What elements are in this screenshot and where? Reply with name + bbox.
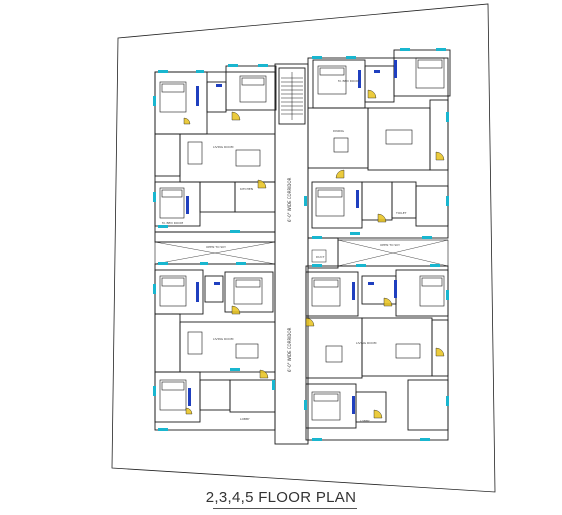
- label-bedroom-left: M. BED ROOM: [162, 221, 184, 225]
- furniture: [159, 57, 445, 421]
- site-boundary: [111, 3, 496, 493]
- label-open-sky-left: OPEN TO SKY: [206, 245, 226, 249]
- corridor-label-bottom: 6'-0" WIDE CORRIDOR: [287, 327, 292, 372]
- label-living-left-b: LIVING ROOM: [213, 337, 234, 341]
- label-dining-right: DINING: [333, 129, 345, 133]
- label-lobby-right: LOBBY: [360, 419, 370, 423]
- label-bedroom-right: M. BED ROOM: [338, 79, 360, 83]
- corridor-label-top: 6'-0" WIDE CORRIDOR: [287, 177, 292, 222]
- windows: [153, 48, 449, 441]
- label-kitchen-left: KITCHEN: [240, 187, 253, 191]
- right-block: [305, 49, 451, 441]
- title-underline: [213, 508, 357, 509]
- label-toilet-right: TOILET: [395, 211, 407, 215]
- central-corridor: [274, 63, 339, 445]
- drawing-title: 2,3,4,5 FLOOR PLAN: [205, 489, 357, 506]
- label-lobby-left: LOBBY: [240, 417, 250, 421]
- label-living-left: LIVING ROOM: [213, 145, 234, 149]
- label-living-right: LIVING ROOM: [356, 341, 377, 345]
- door-swings: [183, 89, 445, 419]
- label-open-sky-right: OPEN TO SKY: [380, 243, 400, 247]
- label-duct: DUCT: [316, 255, 325, 259]
- wardrobes: [186, 60, 397, 414]
